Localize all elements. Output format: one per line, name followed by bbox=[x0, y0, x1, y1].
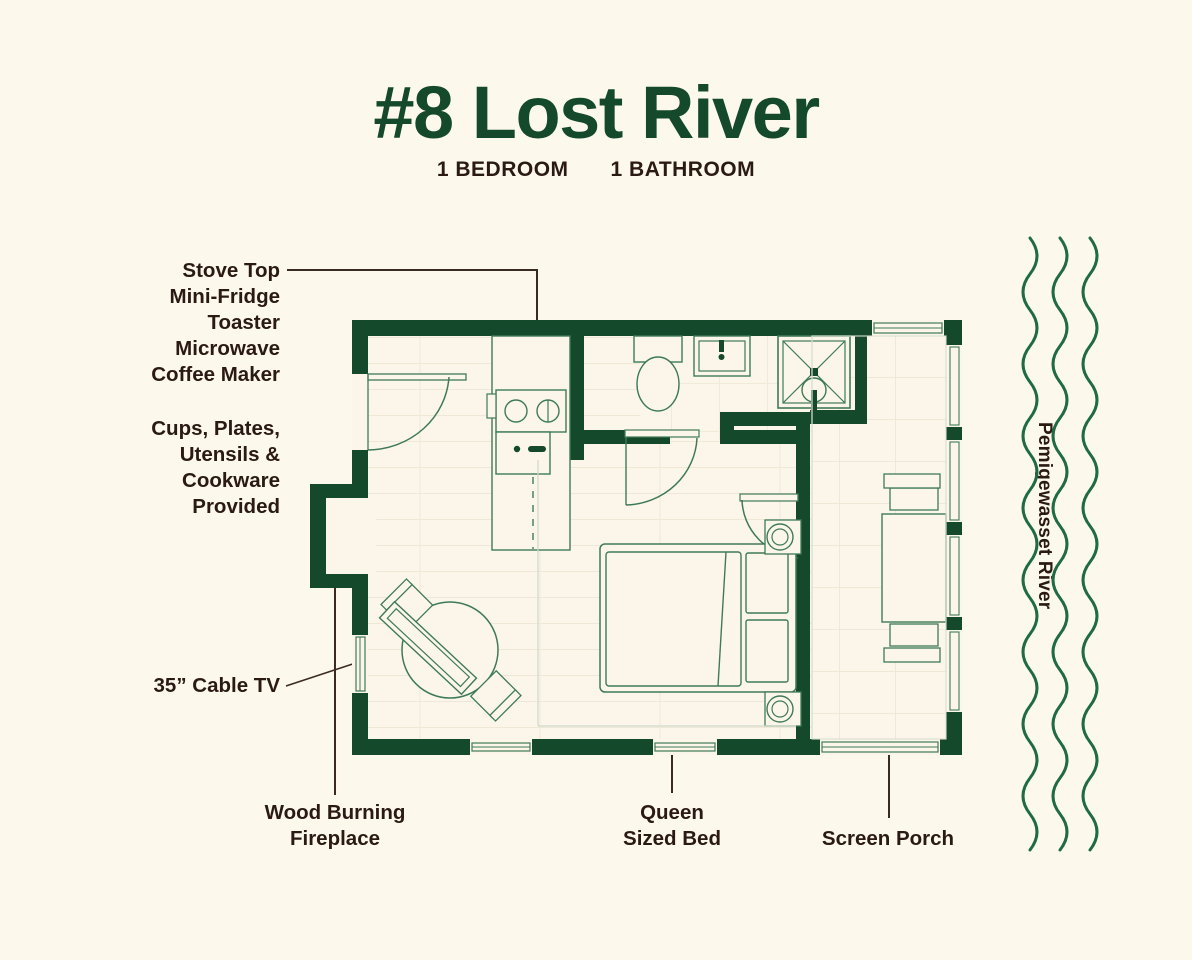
window-side-left bbox=[352, 635, 368, 693]
annotation-fireplace: Wood Burning Fireplace bbox=[264, 801, 406, 850]
leader-kitchen-horizontal bbox=[287, 269, 537, 271]
bathroom-count: 1 BATHROOM bbox=[610, 158, 756, 181]
bathroom-door bbox=[624, 429, 700, 506]
window-porch-front bbox=[820, 739, 940, 755]
tv-console bbox=[378, 600, 478, 696]
bathroom-group bbox=[633, 335, 851, 414]
bedroom-count: 1 BEDROOM bbox=[436, 158, 569, 181]
stove-top bbox=[486, 389, 567, 433]
bedroom-group bbox=[537, 460, 802, 727]
nightstand-lamp-top bbox=[764, 519, 802, 555]
kitchen-sink bbox=[495, 431, 551, 475]
leader-porch bbox=[888, 753, 890, 818]
toilet bbox=[633, 335, 683, 412]
entry-door bbox=[352, 373, 467, 451]
fireplace bbox=[326, 498, 368, 574]
window-porch-top bbox=[872, 320, 944, 336]
bathroom-sink bbox=[693, 335, 751, 377]
annotation-queen-bed: Queen Sized Bed bbox=[623, 801, 721, 850]
kitchen-group bbox=[486, 335, 571, 551]
shower-stall bbox=[777, 335, 851, 414]
window-front-left bbox=[470, 739, 532, 755]
openings-group bbox=[352, 320, 962, 755]
dining-chair-2 bbox=[469, 669, 522, 722]
porch-chair-1 bbox=[883, 473, 941, 511]
nightstand-lamp-bottom bbox=[764, 691, 802, 727]
leader-fireplace bbox=[334, 540, 336, 795]
queen-bed bbox=[599, 543, 797, 693]
porch-chair-2 bbox=[883, 623, 941, 663]
annotation-kitchen-appliances: Stove Top Mini-Fridge Toaster Microwave … bbox=[151, 259, 280, 386]
annotation-cable-tv: 35” Cable TV bbox=[153, 674, 280, 697]
screen-panel-group bbox=[946, 345, 962, 712]
porch-table bbox=[881, 513, 947, 623]
annotation-kitchen-supplies: Cups, Plates, Utensils & Cookware Provid… bbox=[151, 417, 280, 518]
page-title: #8 Lost River bbox=[373, 71, 820, 154]
doors-group bbox=[352, 373, 799, 559]
window-front-right bbox=[653, 739, 717, 755]
unit-summary: 1 BEDROOM 1 BATHROOM bbox=[0, 158, 1192, 182]
annotation-screen-porch: Screen Porch bbox=[821, 827, 955, 850]
dining-group bbox=[378, 578, 522, 722]
porch-group bbox=[811, 335, 947, 740]
river-waves bbox=[1021, 236, 1099, 852]
dining-table bbox=[401, 601, 499, 699]
